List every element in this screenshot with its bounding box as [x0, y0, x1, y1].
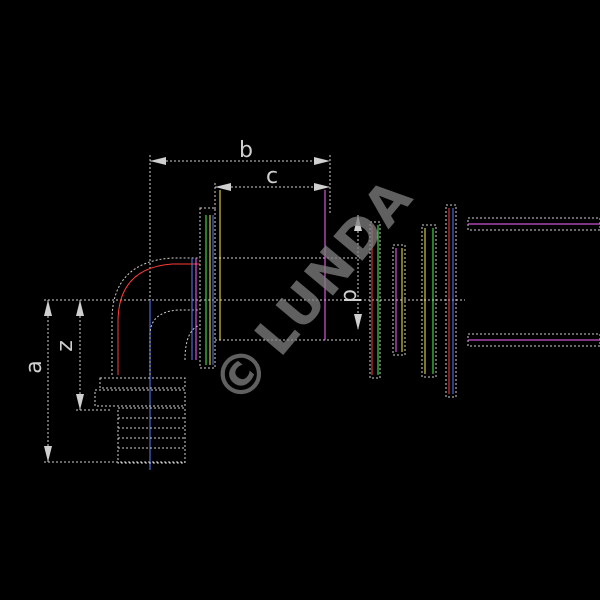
- dimension-c-label: c: [266, 164, 278, 189]
- base-nut-top: [99, 377, 186, 389]
- dimension-a-label: a: [22, 360, 47, 373]
- base-nut: [94, 389, 186, 407]
- dimension-z: [76, 300, 110, 411]
- dimension-b-arrow-left: [150, 157, 166, 165]
- base-thread: [117, 407, 186, 464]
- dimension-a: [44, 299, 465, 463]
- dimension-a-arrow-bottom: [44, 446, 52, 462]
- dimension-c: [214, 183, 330, 210]
- threaded-base: [94, 377, 186, 464]
- dimension-z-arrow-top: [76, 300, 84, 316]
- elbow-inner-curve: [149, 309, 200, 375]
- dimension-b-arrow-right: [314, 157, 330, 165]
- wall-plate: [445, 204, 457, 398]
- washer-2: [392, 244, 406, 356]
- stud-bolts: [467, 217, 600, 347]
- dimension-b: [149, 155, 331, 300]
- dimension-c-arrow-right: [314, 183, 330, 191]
- mounting-plates: [369, 204, 457, 398]
- dimension-a-arrow-top: [44, 300, 52, 316]
- dimension-c-arrow-left: [215, 183, 231, 191]
- elbow-fitting: [111, 190, 360, 375]
- dimension-d-arrow-bottom: [354, 314, 362, 330]
- washer-1: [369, 221, 381, 379]
- elbow-flange: [199, 207, 216, 369]
- dimension-z-label: z: [53, 340, 78, 352]
- dimension-d-arrow-top: [354, 215, 362, 231]
- dimension-b-label: b: [239, 138, 253, 163]
- dimension-d-label: d: [338, 289, 363, 303]
- elbow-outer-curve-red: [117, 263, 200, 375]
- washer-3: [421, 224, 437, 378]
- dimension-z-arrow-bottom: [76, 394, 84, 410]
- elbow-inner-bore: [184, 324, 201, 361]
